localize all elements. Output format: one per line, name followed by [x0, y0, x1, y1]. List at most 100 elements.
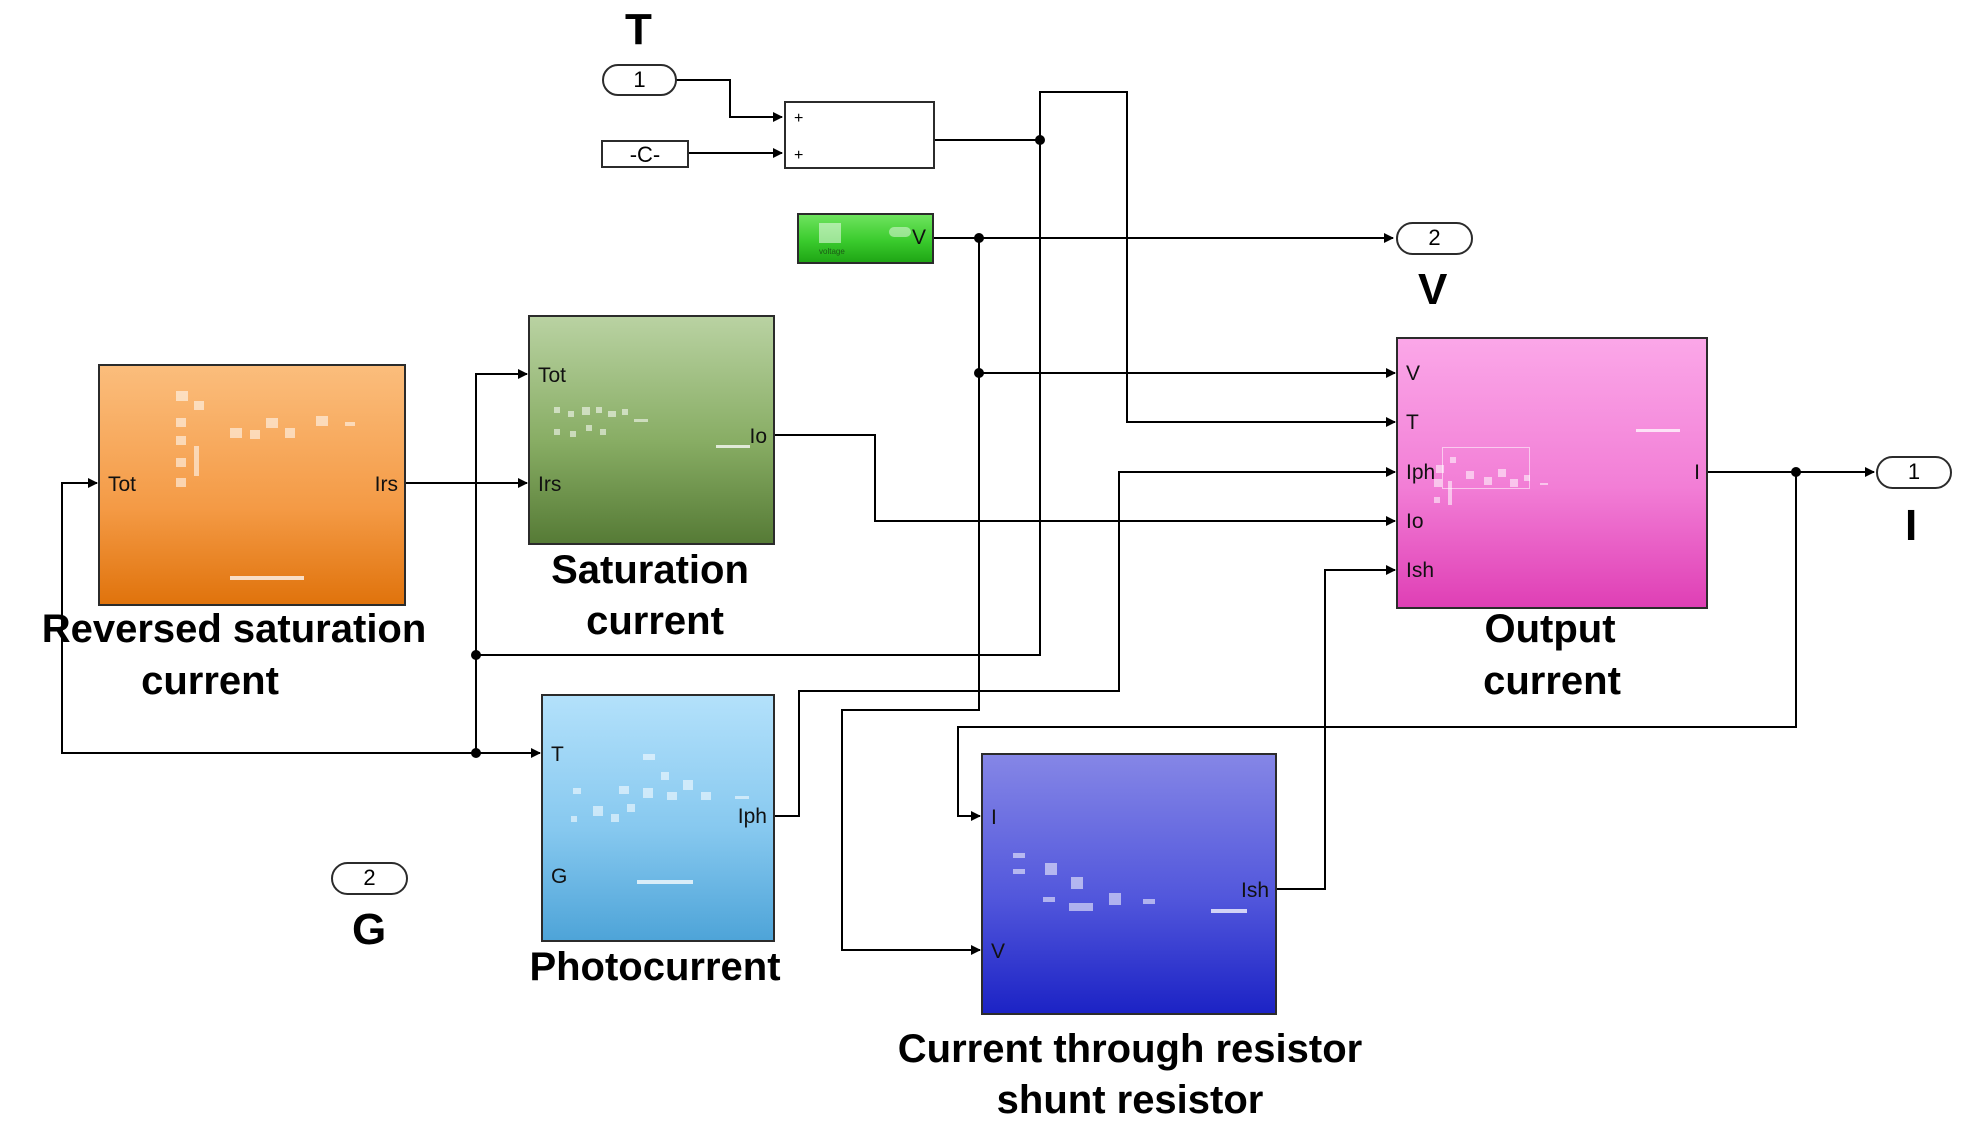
thumb-6: [622, 409, 628, 415]
shunt-port-I: I: [991, 806, 997, 829]
voltage-port-V: V: [911, 226, 926, 249]
junction-v: [974, 233, 984, 243]
thumb-3: [582, 407, 590, 415]
thumb-4: [1071, 877, 1083, 889]
wire-i-feedback: [957, 472, 1797, 821]
thumb-5: [1434, 497, 1440, 503]
thumb-10: [1524, 475, 1530, 481]
thumb-11: [627, 804, 635, 812]
thumb-1: [643, 754, 655, 760]
junction-v-output: [974, 368, 984, 378]
voltage-block[interactable]: voltage V: [797, 213, 934, 264]
block-divider: [230, 576, 304, 580]
thumb-4: [596, 407, 602, 413]
thumb-4: [176, 436, 186, 445]
voltage-block-tiny-text: voltage: [819, 247, 845, 256]
saturation-port-Irs: Irs: [538, 473, 562, 496]
thumb-2: [194, 401, 204, 410]
label-I: I: [1905, 501, 1918, 550]
thumb-1: [1436, 465, 1444, 473]
wire-tot-to-reversed: [61, 478, 476, 754]
sum-block[interactable]: + +: [784, 101, 935, 169]
thumb-2: [1013, 869, 1025, 874]
block-divider: [1636, 429, 1680, 432]
thumb-4: [643, 788, 653, 798]
saturation-port-Io: Io: [749, 425, 767, 448]
thumb-4: [1448, 481, 1452, 505]
thumb-8: [570, 431, 576, 437]
thumb-12: [571, 816, 577, 822]
thumb-6: [683, 780, 693, 790]
photocurrent-block[interactable]: T G Iph: [541, 694, 775, 942]
junction-tot-photo: [471, 748, 481, 758]
wire-v-to-output: [978, 238, 1396, 378]
thumb-12: [316, 416, 328, 426]
output-current-caption-2: current: [1483, 659, 1621, 703]
wire-io: [774, 434, 1396, 526]
thumb-9: [250, 430, 260, 439]
output-port-I: I: [1694, 461, 1700, 484]
thumb-8: [230, 428, 242, 438]
label-T: T: [625, 5, 652, 54]
wire-tot-to-photocurrent: [475, 655, 541, 758]
reversed-port-Tot: Tot: [108, 473, 137, 496]
block-divider: [1211, 909, 1247, 913]
thumb-3: [176, 418, 186, 427]
thumb-6: [1466, 471, 1474, 479]
wire-tot-to-saturation: [475, 369, 528, 655]
voltage-block-icon: [819, 223, 841, 243]
wire-ish: [1277, 565, 1396, 890]
constant-block[interactable]: -C-: [601, 140, 689, 168]
block-divider: [716, 445, 750, 448]
thumb-3: [1045, 863, 1057, 875]
voltage-block-shape: [889, 227, 911, 237]
shunt-current-caption-2: shunt resistor: [996, 1078, 1264, 1122]
inport-G[interactable]: 2: [331, 862, 408, 895]
outport-V[interactable]: 2: [1396, 222, 1473, 255]
photocurrent-port-G: G: [551, 865, 568, 888]
shunt-current-caption-1: Current through resistor: [897, 1027, 1363, 1071]
saturation-caption-1: Saturation: [551, 548, 749, 592]
photocurrent-port-Iph: Iph: [737, 805, 767, 828]
block-divider: [637, 880, 693, 884]
junction-tot-loop: [471, 650, 481, 660]
reversed-port-Irs: Irs: [374, 473, 398, 496]
thumb-2: [661, 772, 669, 780]
output-current-caption-1: Output: [1484, 607, 1616, 651]
thumb-2: [568, 411, 574, 417]
thumb-1: [1013, 853, 1025, 858]
thumb-8: [573, 788, 581, 794]
outport-I[interactable]: 1: [1876, 456, 1952, 489]
sum-sign-1: +: [794, 110, 804, 127]
thumb-3: [619, 786, 629, 794]
thumb-2: [1450, 457, 1456, 463]
wire-tot-down: [476, 140, 1041, 656]
thumb-9: [593, 806, 603, 816]
reversed-saturation-block[interactable]: Tot Irs: [98, 364, 406, 606]
shunt-port-V: V: [991, 940, 1006, 963]
output-port-Ish: Ish: [1406, 559, 1435, 582]
thumb-3: [1434, 479, 1442, 487]
inport-T[interactable]: 1: [602, 64, 677, 96]
thumb-5: [1043, 897, 1055, 902]
photocurrent-caption: Photocurrent: [529, 945, 781, 989]
thumb-11: [285, 428, 295, 438]
thumb-7: [1484, 477, 1492, 485]
thumb-8: [1498, 469, 1506, 477]
saturation-caption-2: current: [586, 599, 724, 643]
output-port-T: T: [1406, 411, 1419, 434]
shunt-current-block[interactable]: I V Ish: [981, 753, 1277, 1015]
thumb-10: [600, 429, 606, 435]
output-port-V: V: [1406, 362, 1421, 385]
thumb-8: [1143, 899, 1155, 904]
thumb-6: [176, 478, 186, 487]
wire-t-to-sum: [676, 79, 783, 122]
saturation-port-Tot: Tot: [538, 364, 567, 387]
thumb-5: [176, 458, 186, 467]
saturation-block[interactable]: Tot Irs Io: [528, 315, 775, 545]
thumb-13: [345, 422, 355, 426]
output-current-block[interactable]: V T Iph Io Ish I: [1396, 337, 1708, 609]
thumb-9: [586, 425, 592, 431]
